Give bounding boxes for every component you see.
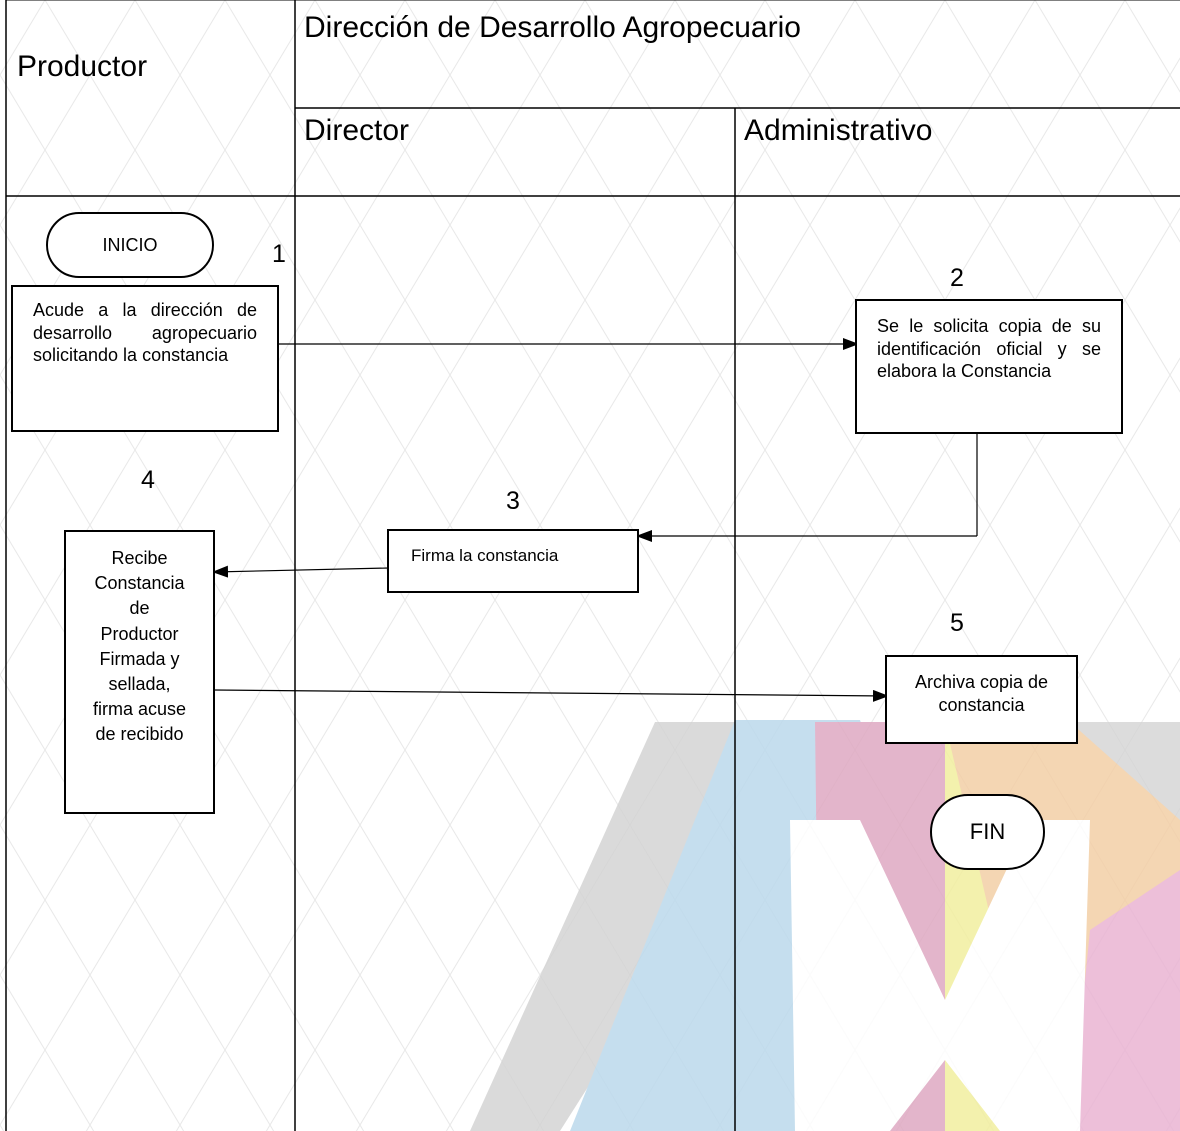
step-2-text: Se le solicita copia de su identificació… <box>877 316 1101 381</box>
start-label: INICIO <box>102 234 158 255</box>
watermark-gray-right <box>1070 722 1180 820</box>
step-4-box: Recibe Constancia de Productor Firmada y… <box>64 530 215 814</box>
lane-title-productor: Productor <box>17 50 148 83</box>
step-1-text: Acude a la dirección de desarrollo agrop… <box>33 300 257 365</box>
step-5-box: Archiva copia de constancia <box>885 655 1078 744</box>
arrow-4-to-5 <box>213 689 889 702</box>
logo-watermark <box>470 720 1180 1131</box>
step-number-5: 5 <box>950 609 964 637</box>
step-number-2: 2 <box>950 264 964 292</box>
arrow-3-to-4 <box>212 565 390 578</box>
step-number-3: 3 <box>506 487 520 515</box>
lane-title-administrativo: Administrativo <box>744 114 933 147</box>
start-terminator: INICIO <box>46 212 214 278</box>
step-2-box: Se le solicita copia de su identificació… <box>855 299 1123 434</box>
end-label: FIN <box>969 819 1006 844</box>
end-terminator: FIN <box>930 794 1045 870</box>
step-1-box: Acude a la dirección de desarrollo agrop… <box>11 285 279 432</box>
watermark-magenta <box>1070 870 1180 1131</box>
lane-title-director: Director <box>304 114 410 147</box>
step-4-text: Recibe Constancia de Productor Firmada y… <box>92 548 187 745</box>
step-number-1: 1 <box>272 240 286 268</box>
step-3-text: Firma la constancia <box>411 546 559 565</box>
step-number-4: 4 <box>141 466 155 494</box>
watermark-white-m <box>790 820 1090 1131</box>
step-5-text: Archiva copia de constancia <box>914 672 1049 715</box>
department-title: Dirección de Desarrollo Agropecuario <box>304 11 801 44</box>
step-3-box: Firma la constancia <box>387 529 639 593</box>
